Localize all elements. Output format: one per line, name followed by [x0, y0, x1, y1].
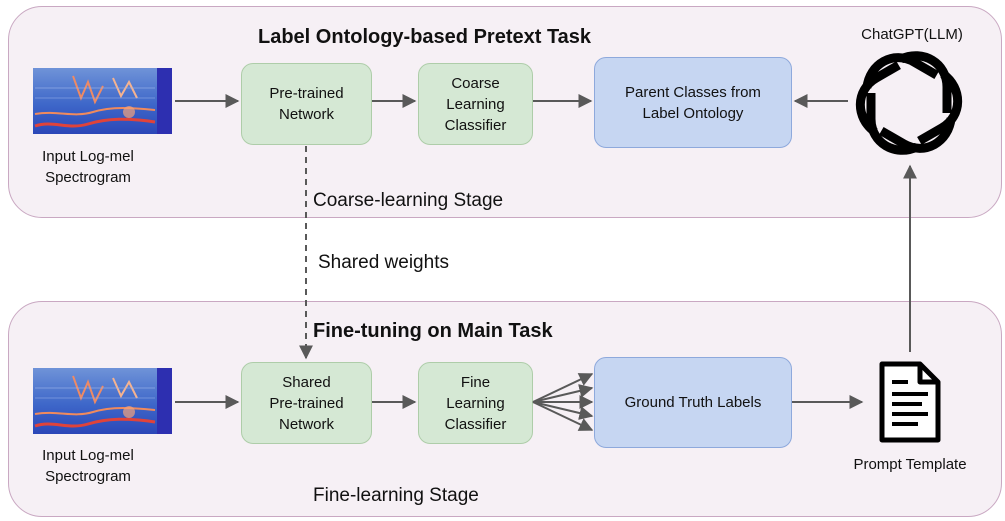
main-task-title: Fine-tuning on Main Task: [313, 320, 553, 342]
document-icon: [878, 360, 942, 444]
spectrogram-image: [33, 368, 172, 434]
prompt-template-caption: Prompt Template: [853, 456, 967, 473]
arrow-fan-out: [532, 401, 594, 420]
pretrained-network-node: Pre-trained Network: [241, 63, 372, 145]
ground-truth-labels-node: Ground Truth Labels: [594, 357, 792, 448]
fine-classifier-node: Fine Learning Classifier: [418, 362, 533, 444]
input-spectrogram-caption: Input Log-mel Spectrogram: [42, 447, 134, 485]
openai-logo-icon: [851, 45, 967, 161]
spectrogram-image: [33, 68, 172, 134]
arrow-fan-out: [532, 384, 594, 403]
shared-weights-label: Shared weights: [318, 252, 449, 273]
fine-stage-label: Fine-learning Stage: [313, 485, 479, 506]
parent-classes-node: Parent Classes from Label Ontology: [594, 57, 792, 148]
input-spectrogram-caption: Input Log-mel Spectrogram: [42, 148, 134, 186]
coarse-classifier-node: Coarse Learning Classifier: [418, 63, 533, 145]
shared-pretrained-network-node: Shared Pre-trained Network: [241, 362, 372, 444]
pretext-task-title: Label Ontology-based Pretext Task: [258, 26, 592, 48]
arrow-fan-out: [532, 373, 594, 403]
arrow-fan-out: [532, 401, 594, 431]
coarse-stage-label: Coarse-learning Stage: [313, 190, 504, 211]
chatgpt-label: ChatGPT(LLM): [861, 26, 963, 43]
